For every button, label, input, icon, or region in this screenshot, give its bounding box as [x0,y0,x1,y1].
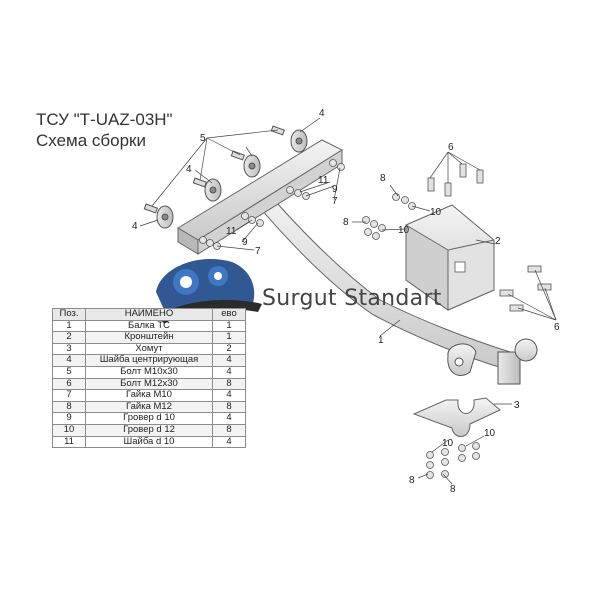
nuts-grovers-bracket [362,193,416,240]
bolts-m12 [427,163,552,312]
cell-pos: 10 [52,423,86,437]
callout-6: 6 [554,322,560,333]
bracket [405,204,495,311]
callout-10: 10 [430,207,442,218]
mounting-bar [177,139,344,255]
leader-lines [139,117,557,485]
callout-numbers: 4 5 4 4 11 9 7 11 9 7 6 8 10 8 10 2 6 1 … [132,108,560,495]
cell-name: Шайба центрирующая [85,354,213,367]
callout-8: 8 [343,217,349,228]
callout-8: 8 [450,484,456,495]
centering-washers [156,129,308,229]
clamp [412,397,501,437]
diagram-title: ТСУ "Т-UAZ-03Н" [36,110,173,129]
bolts-m10 [143,125,285,214]
nuts-grovers-clamp [426,442,480,479]
column-header-pos: Поз. [52,308,86,321]
cell-pos: 6 [52,377,86,391]
cell-qty: 4 [212,412,246,425]
column-header-name: НАИМЕНО [85,308,213,321]
callout-10: 10 [442,438,454,449]
callout-4: 4 [319,108,325,119]
callout-6: 6 [448,142,454,153]
cell-qty: 8 [212,400,246,414]
cell-pos: 5 [52,365,86,379]
cell-qty: 1 [212,319,246,333]
column-header-qty: ево [212,308,246,321]
callout-10: 10 [398,225,410,236]
callout-9: 9 [242,237,248,248]
callout-8: 8 [409,475,415,486]
cell-name: Болт М10х30 [85,365,213,379]
callout-7: 7 [255,246,261,257]
cell-qty: 4 [212,389,246,402]
cell-qty: 8 [212,377,246,391]
cell-pos: 3 [52,342,86,356]
callout-2: 2 [495,236,501,247]
callout-11: 11 [226,226,237,237]
cell-name: Шайба d 10 [85,435,213,449]
cell-pos: 2 [52,331,86,344]
cell-name: Гайка М10 [85,389,213,402]
cell-qty: 4 [212,365,246,379]
watermark-text: Surgut Standart [262,286,442,311]
diagram-subtitle: Схема сборки [36,131,146,150]
cell-name: Гровер d 12 [85,423,213,437]
cell-qty: 8 [212,423,246,437]
callout-3: 3 [514,400,520,411]
cell-pos: 8 [52,400,86,414]
cell-name: Гровер d 10 [85,412,213,425]
callout-7: 7 [332,196,338,207]
cell-name: Балка ТС [85,319,213,333]
cell-name: Хомут [85,342,213,356]
cell-qty: 2 [212,342,246,356]
table-header-row: Поз. НАИМЕНО ево [52,308,246,321]
cell-pos: 4 [52,354,86,367]
cell-pos: 9 [52,412,86,425]
cell-qty: 4 [212,354,246,367]
watermark-logo [156,258,262,324]
cell-qty: 1 [212,331,246,344]
cell-pos: 1 [52,319,86,333]
callout-10: 10 [484,428,496,439]
cell-name: Болт М12х30 [85,377,213,391]
tow-ball [447,338,538,385]
callout-1: 1 [378,335,384,346]
cell-name: Кронштейн [85,331,213,344]
callout-9: 9 [332,184,338,195]
cell-name: Гайка М12 [85,400,213,414]
callout-11: 11 [318,175,329,186]
callout-5: 5 [200,133,206,144]
cell-pos: 11 [52,435,86,449]
callout-8: 8 [380,173,386,184]
cell-qty: 4 [212,435,246,449]
callout-4: 4 [132,221,138,232]
cell-pos: 7 [52,389,86,402]
callout-4: 4 [186,164,192,175]
